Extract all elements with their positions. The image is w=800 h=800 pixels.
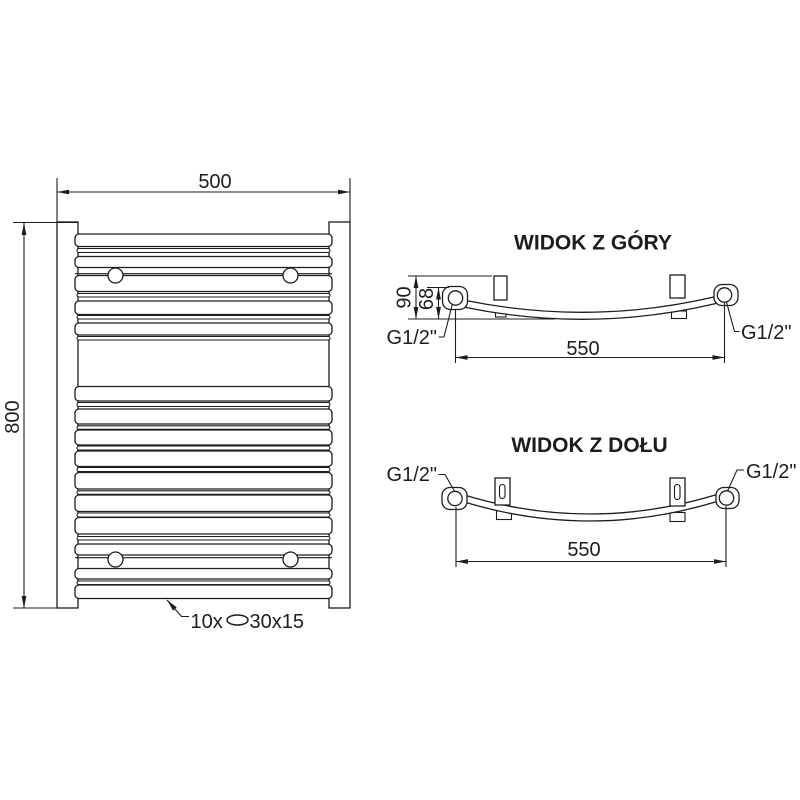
dim-arrowhead <box>436 307 441 319</box>
connection-port-left <box>447 490 463 507</box>
front-view: 500 800 10x 30x15 <box>2 171 351 633</box>
radiator-tube <box>74 429 333 446</box>
dim-arrowhead <box>456 559 468 564</box>
tube-edge-strip <box>76 466 331 473</box>
flat-oval-tube-icon <box>226 614 249 626</box>
radiator-tube <box>74 516 333 535</box>
radiator-tube <box>74 471 333 490</box>
dim-arrowhead <box>413 307 419 319</box>
bracket-foot <box>669 511 686 523</box>
leader-line <box>438 473 456 493</box>
radiator-tube <box>74 385 333 402</box>
dim-arrowhead <box>21 223 27 235</box>
leader-line <box>726 469 744 492</box>
radiator-tube <box>74 567 333 580</box>
tube-edge-strip <box>76 425 331 430</box>
callout-size-label: 30x15 <box>250 611 305 633</box>
tube-size-callout: 10x 30x15 <box>191 611 305 633</box>
tube-edge-strip <box>76 490 331 495</box>
dim-depth-label: 90 <box>394 286 416 308</box>
tube-edge-strip <box>76 292 331 298</box>
tube-edge-strip <box>76 535 331 541</box>
dim-arrowhead <box>712 355 725 360</box>
radiator-tube <box>74 543 333 556</box>
thread-label-right: G1/2" <box>741 322 791 344</box>
dim-arrowhead <box>413 276 419 288</box>
mount-circle <box>107 551 124 568</box>
tube-edge-strip <box>76 401 331 408</box>
wall-mount-points <box>75 267 332 568</box>
mount-circle <box>282 551 299 568</box>
radiator-tube <box>74 274 333 293</box>
dim-arrowhead <box>167 600 177 611</box>
tube-edge-strip <box>76 580 331 586</box>
tube-edge-strip <box>76 314 331 320</box>
tube-edge-strip <box>76 247 331 254</box>
mount-circle <box>282 267 299 284</box>
radiator-tube <box>74 584 333 600</box>
dim-arrowhead <box>57 189 69 195</box>
dim-arrowhead <box>21 596 27 608</box>
radiator-tube <box>74 494 333 513</box>
connection-port-left <box>447 290 464 306</box>
dim-arrowhead <box>455 355 468 360</box>
dim-height-label: 800 <box>2 400 24 433</box>
wall-bracket <box>493 275 508 301</box>
thread-label-left: G1/2" <box>387 464 437 486</box>
connection-port-right <box>716 287 733 303</box>
radiator-tube <box>74 233 333 248</box>
dim-spacing-label: 550 <box>567 539 600 561</box>
tube-edge-strip <box>76 512 331 518</box>
leader-line <box>166 599 189 618</box>
connection-port-right <box>718 490 735 506</box>
radiator-tube <box>74 322 333 336</box>
radiator-tube <box>74 408 333 425</box>
tube-rows <box>74 233 333 600</box>
dim-arrowhead <box>714 559 726 564</box>
top-view-title: WIDOK Z GÓRY <box>514 231 672 255</box>
dim-arrowhead <box>436 287 441 300</box>
bracket-slot <box>673 483 681 501</box>
thread-label-left: G1/2" <box>387 327 437 349</box>
bottom-view-title: WIDOK Z DOŁU <box>511 434 667 457</box>
dim-arrowhead <box>338 189 350 195</box>
tube-edge-strip <box>76 335 331 341</box>
radiator-tube <box>74 300 333 316</box>
top-view: WIDOK Z GÓRY 90 68 550 G1/2" G1/2" <box>387 231 792 361</box>
tube-edge-strip <box>76 445 331 451</box>
bottom-view: WIDOK Z DOŁU 550 G1/2" G1/2" <box>387 434 797 561</box>
bracket-slot <box>498 483 506 500</box>
dim-width-label: 500 <box>198 171 231 193</box>
radiator-tube <box>74 450 333 468</box>
wall-bracket <box>669 274 686 299</box>
leader-line <box>438 303 454 338</box>
thread-label-right: G1/2" <box>746 461 796 483</box>
mount-circle <box>107 267 124 284</box>
leader-line <box>725 301 740 333</box>
dimension-lines <box>13 178 744 618</box>
callout-count-label: 10x <box>191 611 223 633</box>
dim-spacing-label: 550 <box>566 338 599 360</box>
dim-tube-offset-label: 68 <box>416 288 438 310</box>
radiator-tube <box>74 255 333 269</box>
